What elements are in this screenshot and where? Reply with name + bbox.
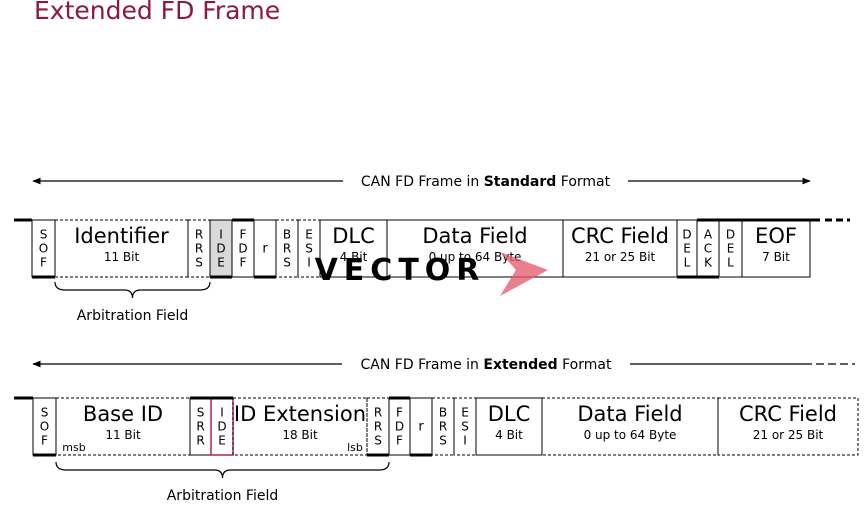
standard-rrs-label: R <box>195 228 203 242</box>
extended-ide-label: I <box>220 406 224 420</box>
standard-fdf-label: F <box>240 256 247 270</box>
extended-frame-caption: CAN FD Frame in Extended Format <box>361 357 612 373</box>
vector-watermark-arrow <box>500 252 548 296</box>
standard-crc-bits: 21 or 25 Bit <box>585 250 656 264</box>
extended-esi-label: E <box>461 406 469 420</box>
extended-ide-label: E <box>218 434 226 448</box>
standard-ide-cell <box>210 220 232 277</box>
extended-arbitration-label: Arbitration Field <box>167 488 279 504</box>
extended-brs-label: R <box>439 420 447 434</box>
extended-fdf-label: D <box>395 420 404 434</box>
standard-data-label: Data Field <box>422 224 527 248</box>
extended-rrs-label: S <box>374 434 382 448</box>
standard-rrs-label: S <box>195 256 203 270</box>
standard-del1-label: E <box>683 242 691 256</box>
standard-sof-label: O <box>39 242 48 256</box>
standard-del2-label: E <box>727 242 735 256</box>
extended-data-bits: 0 up to 64 Byte <box>584 428 677 442</box>
extended-baseid-bits: 11 Bit <box>105 428 141 442</box>
extended-crc-bits: 21 or 25 Bit <box>753 428 824 442</box>
standard-arbitration-brace <box>54 281 211 299</box>
standard-fdf-label: D <box>238 242 247 256</box>
standard-ack-label: A <box>704 228 713 242</box>
extended-dlc-label: DLC <box>488 402 531 426</box>
extended-ide-label: D <box>217 420 226 434</box>
extended-brs-label: B <box>439 406 447 420</box>
extended-idext-bits: 18 Bit <box>282 428 318 442</box>
extended-msb-label: msb <box>62 441 85 454</box>
page-title: Extended FD Frame <box>34 0 281 25</box>
extended-brs-label: S <box>439 434 447 448</box>
extended-baseid-label: Base ID <box>83 402 163 426</box>
standard-esi-label: I <box>307 256 311 270</box>
extended-crc-label: CRC Field <box>739 402 837 426</box>
standard-ack-label: C <box>704 242 712 256</box>
standard-sof-label: S <box>40 228 48 242</box>
extended-idext-cell <box>232 397 368 456</box>
standard-ack-label: K <box>704 256 713 270</box>
standard-del2-label: L <box>727 256 734 270</box>
standard-frame-caption: CAN FD Frame in Standard Format <box>361 174 611 190</box>
standard-brs-label: S <box>283 256 291 270</box>
extended-esi-label: S <box>461 420 469 434</box>
extended-r-label: r <box>418 420 424 435</box>
standard-dlc-bits: 4 Bit <box>340 250 368 264</box>
standard-brs-cell <box>275 219 299 278</box>
standard-crc-label: CRC Field <box>571 224 669 248</box>
extended-data-label: Data Field <box>577 402 682 426</box>
extended-srr-label: S <box>197 406 205 420</box>
extended-sof-label: O <box>40 420 49 434</box>
standard-identifier-label: Identifier <box>74 224 169 248</box>
extended-fdf-label: F <box>396 434 403 448</box>
extended-arbitration-brace <box>55 461 390 479</box>
standard-arbitration-label: Arbitration Field <box>77 308 189 324</box>
standard-del2-label: D <box>726 228 735 242</box>
extended-sof-label: F <box>41 434 48 448</box>
extended-sof-label: S <box>41 406 49 420</box>
standard-brs-label: R <box>283 242 291 256</box>
standard-data-bits: 0 up to 64 Byte <box>429 250 522 264</box>
extended-rrs-label: R <box>374 420 382 434</box>
standard-sof-label: F <box>40 256 47 270</box>
standard-eof-cell <box>741 219 811 278</box>
extended-brs-cell <box>431 397 455 456</box>
standard-identifier-cell <box>54 219 189 278</box>
standard-ide-label: I <box>219 228 223 242</box>
standard-esi-label: S <box>305 242 313 256</box>
extended-dlc-bits: 4 Bit <box>495 428 523 442</box>
standard-rrs-label: R <box>195 242 203 256</box>
standard-r-label: r <box>262 242 268 257</box>
standard-ide-label: E <box>217 256 225 270</box>
extended-crc-cell <box>717 397 859 456</box>
extended-idext-label: ID Extension <box>234 402 366 426</box>
standard-brs-label: B <box>283 228 291 242</box>
standard-format-row: CAN FD Frame in Standard FormatSOFIdenti… <box>14 174 850 324</box>
extended-esi-label: I <box>463 434 467 448</box>
extended-srr-label: R <box>196 434 204 448</box>
standard-eof-bits: 7 Bit <box>762 250 790 264</box>
standard-ide-label: D <box>216 242 225 256</box>
extended-data-cell <box>541 397 719 456</box>
standard-eof-label: EOF <box>755 224 797 248</box>
standard-identifier-bits: 11 Bit <box>104 250 140 264</box>
standard-del1-label: L <box>684 256 691 270</box>
extended-lsb-label: lsb <box>347 441 363 454</box>
standard-fdf-label: F <box>240 228 247 242</box>
extended-fdf-label: F <box>396 406 403 420</box>
vector-watermark: VECTOR <box>315 253 486 288</box>
standard-esi-label: E <box>305 228 313 242</box>
standard-dlc-label: DLC <box>332 224 375 248</box>
extended-srr-label: R <box>196 420 204 434</box>
standard-del1-label: D <box>682 228 691 242</box>
extended-rrs-label: R <box>374 406 382 420</box>
